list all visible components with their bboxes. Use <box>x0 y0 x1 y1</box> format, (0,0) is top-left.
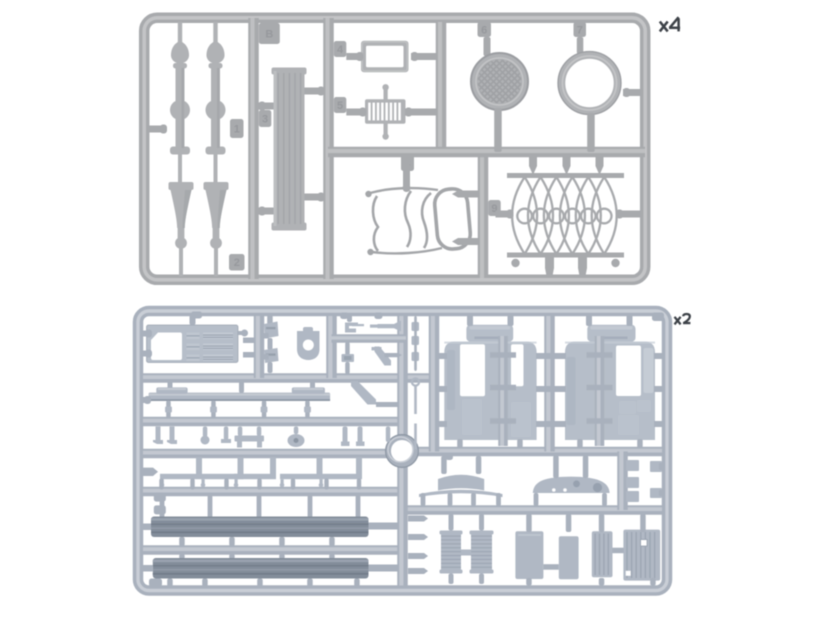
svg-text:6: 6 <box>481 25 487 37</box>
svg-text:4: 4 <box>337 44 344 56</box>
svg-text:2: 2 <box>234 257 240 269</box>
svg-text:B: B <box>265 29 273 41</box>
svg-text:9: 9 <box>491 203 497 215</box>
svg-text:3: 3 <box>262 114 268 126</box>
svg-text:1: 1 <box>234 124 240 136</box>
svg-text:7: 7 <box>577 25 583 37</box>
svg-text:5: 5 <box>337 100 343 112</box>
